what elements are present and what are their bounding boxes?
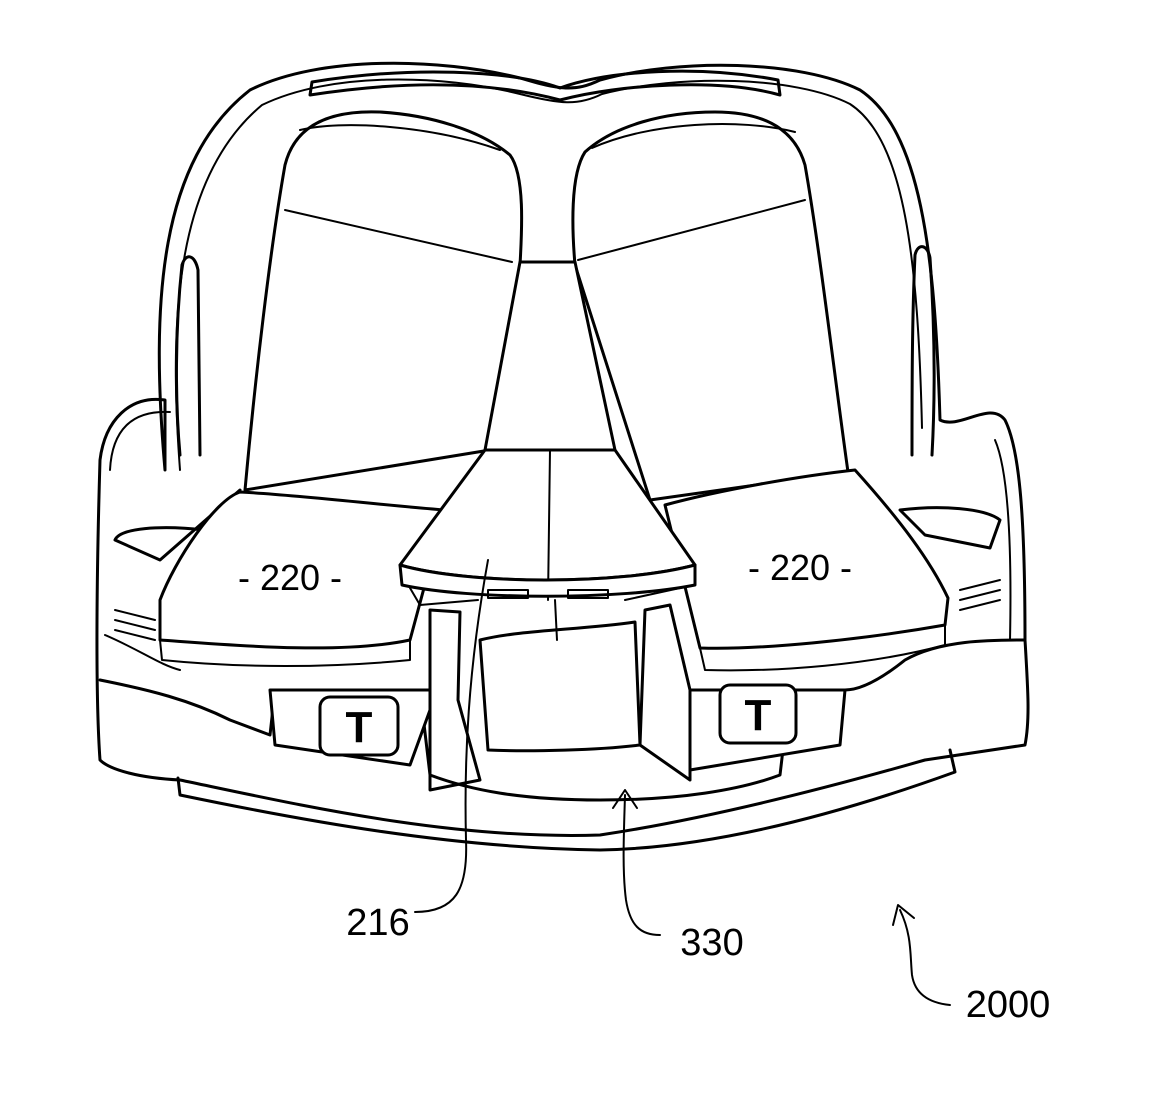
arrowhead-2000 — [893, 905, 914, 925]
ref-2000: 2000 — [966, 984, 1051, 1026]
seat-label-left: - 220 - — [238, 557, 342, 598]
t-logo-left-text: T — [346, 703, 373, 752]
t-logo-right-text: T — [745, 691, 772, 740]
leader-330 — [624, 795, 660, 935]
leader-2000 — [900, 910, 950, 1005]
ref-330: 330 — [680, 922, 743, 964]
seat-label-right: - 220 - — [748, 547, 852, 588]
ref-216: 216 — [346, 902, 409, 944]
